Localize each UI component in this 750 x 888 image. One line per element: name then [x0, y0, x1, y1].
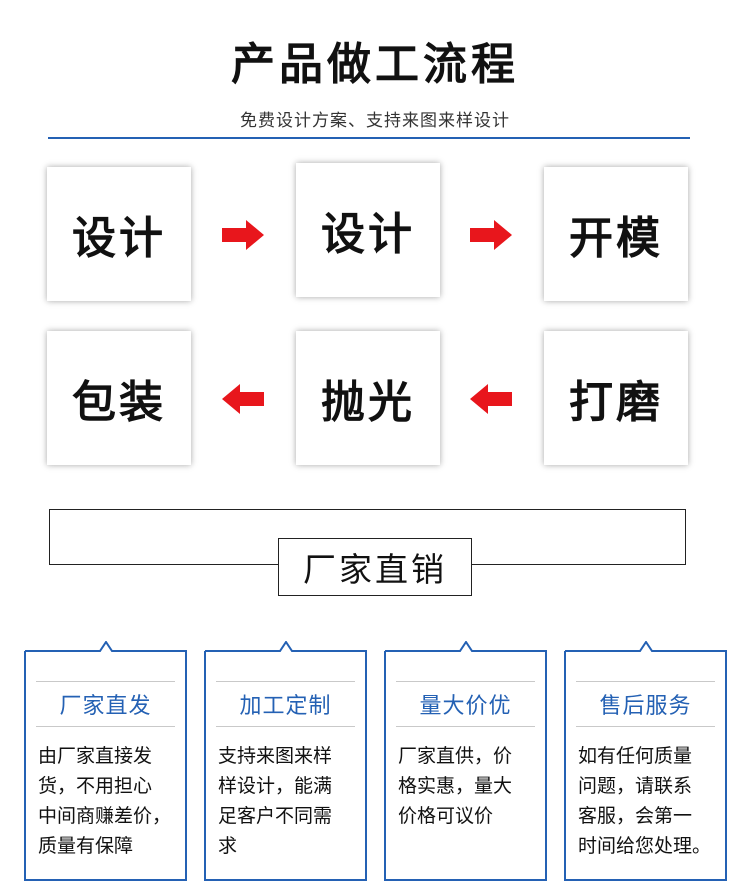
page-title: 产品做工流程 [231, 39, 519, 90]
feature-card-title: 售后服务 [576, 681, 715, 727]
process-step-grinding: 打磨 [544, 331, 688, 465]
card-outline [384, 641, 547, 881]
arrow-left-icon [222, 384, 264, 414]
process-step-packaging: 包装 [47, 331, 191, 465]
feature-card-line: 格实惠，量大 [398, 775, 513, 797]
title-divider [48, 137, 690, 139]
feature-card-line: 求 [218, 835, 238, 857]
process-step-mold: 开模 [544, 167, 688, 301]
feature-card-title: 加工定制 [216, 681, 355, 727]
card-outline [24, 641, 187, 881]
feature-card-line: 足客户不同需 [218, 805, 333, 827]
arrow-right-icon [470, 220, 512, 250]
process-step-label: 抛光 [321, 377, 415, 428]
feature-card-line: 问题，请联系 [578, 775, 693, 797]
arrow-left-icon [470, 384, 512, 414]
feature-card-title: 量大价优 [396, 681, 535, 727]
feature-card-line: 由厂家直接发 [38, 745, 153, 767]
feature-card-body: 厂家直供，价 格实惠，量大 价格可议价 [398, 741, 540, 831]
feature-card-direct-shipping: 厂家直发 由厂家直接发 货，不用担心 中间商赚差价， 质量有保障 [24, 641, 187, 881]
card-outline [204, 641, 367, 881]
card-outline [564, 641, 727, 881]
feature-card-line: 样设计，能满 [218, 775, 333, 797]
feature-card-line: 中间商赚差价， [38, 805, 172, 827]
process-step-label: 开模 [569, 213, 663, 264]
process-step-design-2: 设计 [296, 163, 440, 297]
feature-card-body: 如有任何质量 问题，请联系 客服，会第一 时间给您处理。 [578, 741, 720, 861]
feature-card-line: 货，不用担心 [38, 775, 153, 797]
page-subtitle: 免费设计方案、支持来图来样设计 [240, 111, 510, 131]
feature-card-after-sales: 售后服务 如有任何质量 问题，请联系 客服，会第一 时间给您处理。 [564, 641, 727, 881]
feature-card-line: 客服，会第一 [578, 805, 693, 827]
feature-card-line: 如有任何质量 [578, 745, 693, 767]
feature-card-line: 厂家直供，价 [398, 745, 513, 767]
process-step-polishing: 抛光 [296, 331, 440, 465]
arrow-right-icon [222, 220, 264, 250]
feature-card-line: 质量有保障 [38, 835, 134, 857]
feature-card-custom-processing: 加工定制 支持来图来样 样设计，能满 足客户不同需 求 [204, 641, 367, 881]
feature-card-line: 支持来图来样 [218, 745, 333, 767]
feature-card-body: 由厂家直接发 货，不用担心 中间商赚差价， 质量有保障 [38, 741, 180, 861]
process-step-label: 打磨 [569, 377, 663, 428]
feature-card-body: 支持来图来样 样设计，能满 足客户不同需 求 [218, 741, 360, 861]
process-step-label: 包装 [72, 377, 166, 428]
process-step-label: 设计 [321, 209, 415, 260]
process-step-design-1: 设计 [47, 167, 191, 301]
feature-card-bulk-pricing: 量大价优 厂家直供，价 格实惠，量大 价格可议价 [384, 641, 547, 881]
process-step-label: 设计 [72, 213, 166, 264]
factory-direct-label: 厂家直销 [278, 538, 472, 596]
feature-card-line: 时间给您处理。 [578, 835, 712, 857]
feature-card-line: 价格可议价 [398, 805, 494, 827]
feature-card-title: 厂家直发 [36, 681, 175, 727]
